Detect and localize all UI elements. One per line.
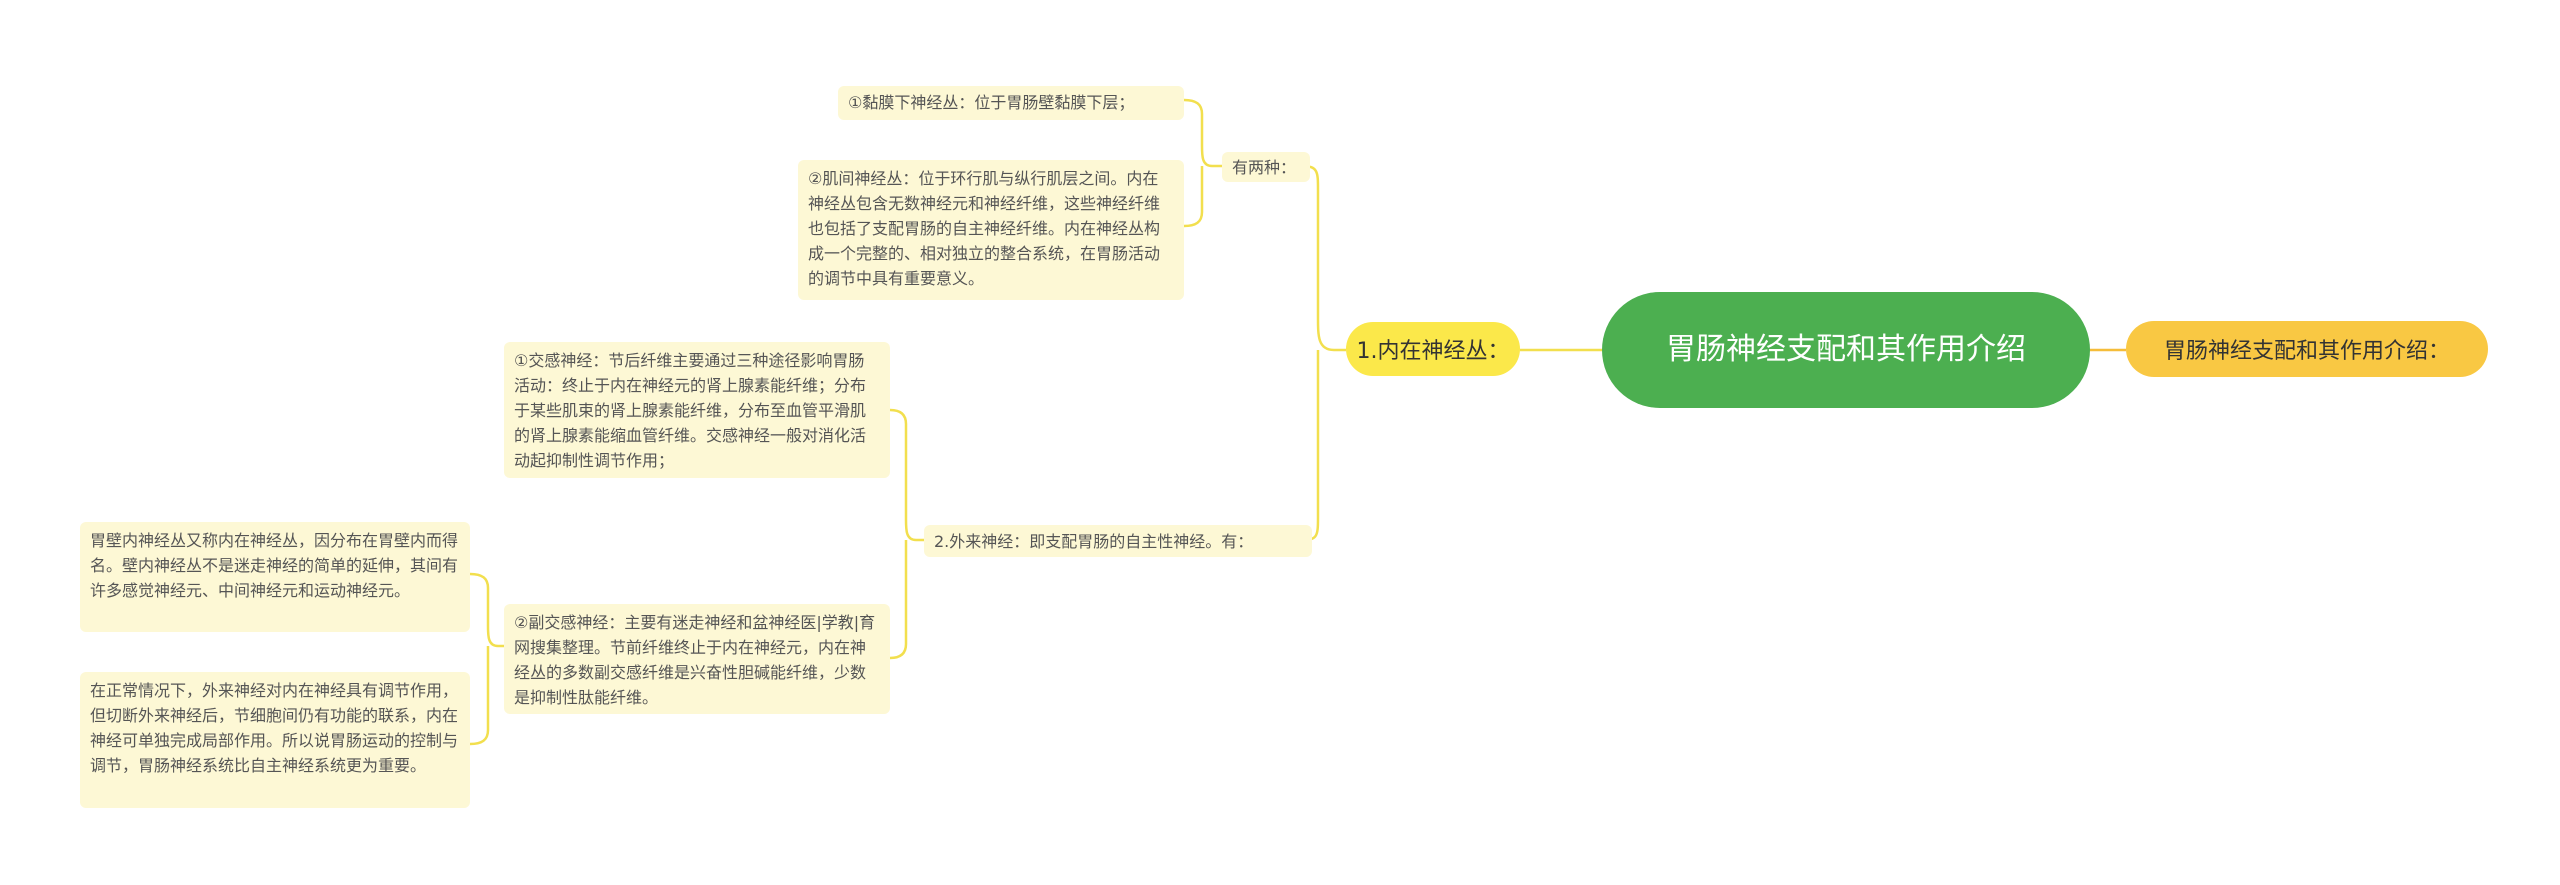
root-topic[interactable]: 胃肠神经支配和其作用介绍 bbox=[1602, 292, 2090, 408]
submucosal-plexus-text: ①黏膜下神经丛：位于胃肠壁黏膜下层； bbox=[848, 93, 1135, 112]
enteric-plexus-note-text: 胃壁内神经丛又称内在神经丛，因分布在胃壁内而得名。壁内神经丛不是迷走神经的简单的… bbox=[90, 531, 459, 600]
connector-parasympathetic bbox=[469, 572, 508, 746]
connector-types bbox=[1183, 98, 1222, 228]
submucosal-plexus-node[interactable]: ①黏膜下神经丛：位于胃肠壁黏膜下层； bbox=[838, 86, 1184, 120]
summary-topic[interactable]: 胃肠神经支配和其作用介绍： bbox=[2126, 321, 2488, 377]
connector-extrinsic bbox=[889, 408, 924, 660]
root-topic-label: 胃肠神经支配和其作用介绍 bbox=[1666, 332, 2026, 367]
branch-extrinsic-nerves[interactable]: 2.外来神经：即支配胃肠的自主性神经。有： bbox=[924, 525, 1312, 557]
branch-intrinsic-plexus-label: 1.内在神经丛： bbox=[1356, 339, 1510, 364]
connector-branch1-children bbox=[1301, 164, 1346, 542]
nervous-regulation-note[interactable]: 在正常情况下，外来神经对内在神经具有调节作用，但切断外来神经后，节细胞间仍有功能… bbox=[80, 672, 470, 808]
sympathetic-nerve-text: ①交感神经：节后纤维主要通过三种途径影响胃肠活动：终止于内在神经元的肾上腺素能纤… bbox=[514, 351, 867, 470]
intrinsic-types-node[interactable]: 有两种： bbox=[1222, 152, 1310, 182]
nervous-regulation-note-text: 在正常情况下，外来神经对内在神经具有调节作用，但切断外来神经后，节细胞间仍有功能… bbox=[90, 681, 459, 775]
sympathetic-nerve-node[interactable]: ①交感神经：节后纤维主要通过三种途径影响胃肠活动：终止于内在神经元的肾上腺素能纤… bbox=[504, 342, 890, 478]
myenteric-plexus-node[interactable]: ②肌间神经丛：位于环行肌与纵行肌层之间。内在神经丛包含无数神经元和神经纤维，这些… bbox=[798, 160, 1184, 300]
branch-intrinsic-plexus[interactable]: 1.内在神经丛： bbox=[1346, 322, 1520, 376]
myenteric-plexus-text: ②肌间神经丛：位于环行肌与纵行肌层之间。内在神经丛包含无数神经元和神经纤维，这些… bbox=[808, 169, 1161, 288]
parasympathetic-nerve-node[interactable]: ②副交感神经：主要有迷走神经和盆神经医|学教|育网搜集整理。节前纤维终止于内在神… bbox=[504, 604, 890, 714]
intrinsic-types-label: 有两种： bbox=[1232, 157, 1297, 177]
summary-topic-label: 胃肠神经支配和其作用介绍： bbox=[2163, 339, 2450, 364]
parasympathetic-nerve-text: ②副交感神经：主要有迷走神经和盆神经医|学教|育网搜集整理。节前纤维终止于内在神… bbox=[514, 613, 876, 707]
enteric-plexus-note[interactable]: 胃壁内神经丛又称内在神经丛，因分布在胃壁内而得名。壁内神经丛不是迷走神经的简单的… bbox=[80, 522, 470, 632]
branch-extrinsic-nerves-label: 2.外来神经：即支配胃肠的自主性神经。有： bbox=[934, 531, 1254, 551]
